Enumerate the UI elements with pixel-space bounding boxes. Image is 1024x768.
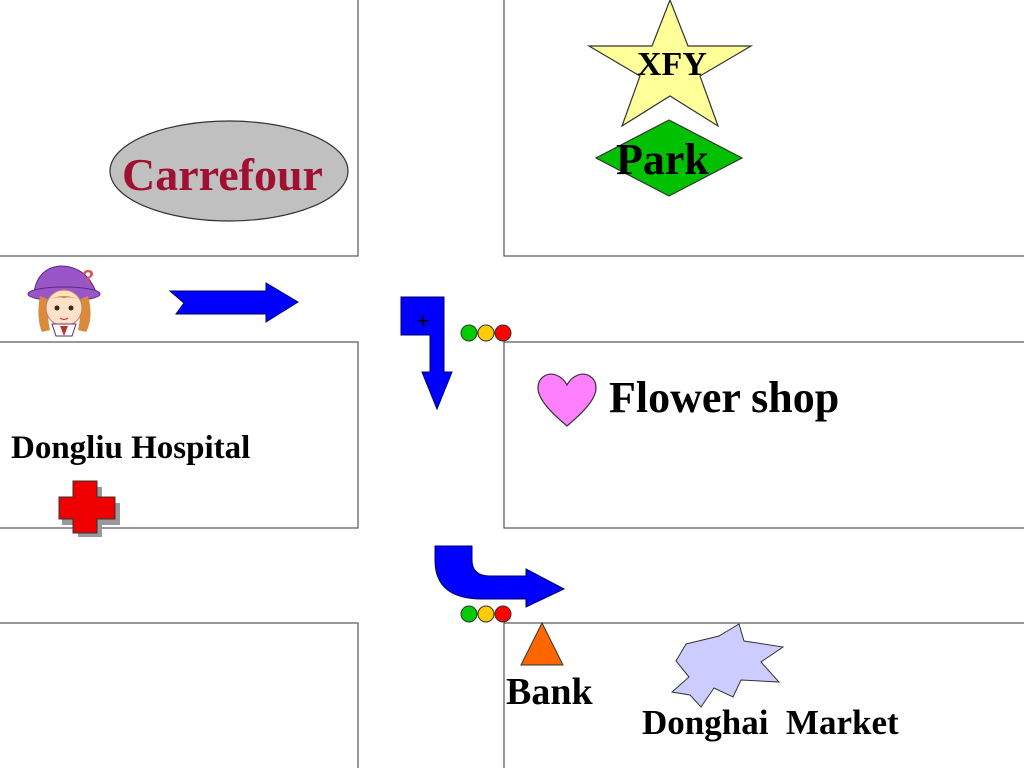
star-icon	[586, 0, 754, 128]
explosion-icon	[670, 623, 785, 708]
block-middle-right	[503, 341, 1024, 529]
carrefour-oval	[109, 120, 349, 222]
girl-icon: ?	[27, 265, 101, 337]
diamond-icon	[594, 119, 744, 197]
hospital-label: Dongliu Hospital	[11, 430, 251, 466]
block-top-right	[503, 0, 1024, 257]
traffic-light-icon	[460, 324, 512, 342]
arrow-right-icon	[168, 282, 299, 323]
market-label: Donghai Market	[642, 703, 899, 742]
carrefour-label: Carrefour	[122, 149, 323, 200]
traffic-light-icon-lower	[460, 605, 512, 623]
heart-icon	[537, 373, 597, 427]
xfy-label: XFY	[637, 46, 707, 83]
red-cross-icon	[58, 480, 120, 537]
arrow-down-icon: +	[400, 296, 453, 411]
flower-shop-label: Flower shop	[609, 373, 840, 422]
block-bottom-left	[0, 622, 359, 768]
arrow-turn-right-icon	[434, 545, 566, 608]
bank-label: Bank	[506, 671, 593, 713]
triangle-icon	[520, 621, 564, 666]
plus-sign: +	[417, 308, 430, 333]
question-mark: ?	[82, 267, 94, 289]
park-label: Park	[616, 135, 709, 184]
